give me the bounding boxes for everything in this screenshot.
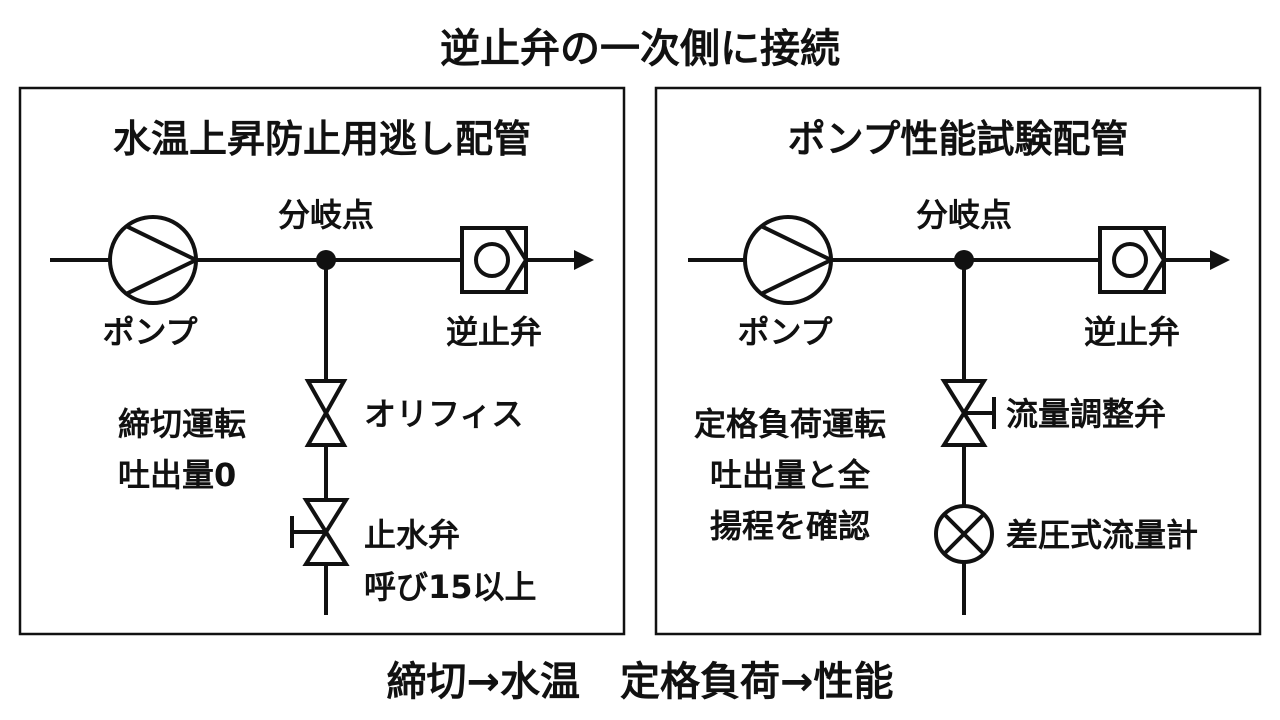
right-mode-detail-1: 吐出量と全: [710, 456, 871, 494]
left-stop-valve-label: 止水弁: [364, 516, 460, 554]
left-pump-icon: [108, 215, 201, 305]
right-panel-heading: ポンプ性能試験配管: [788, 117, 1129, 161]
right-flowmeter-icon: [934, 504, 994, 564]
right-pump-icon: [743, 215, 836, 305]
left-junction-label: 分岐点: [278, 196, 374, 234]
left-check-valve-icon: [460, 226, 529, 294]
right-panel-frame: [654, 86, 1262, 636]
left-panel: 水温上昇防止用逃し配管 ポンプ 分岐点 逆止弁 オリフィス: [18, 86, 626, 636]
left-flow-arrow-icon: [574, 250, 594, 270]
left-pump-label: ポンプ: [102, 313, 198, 351]
left-orifice-label: オリフィス: [364, 395, 523, 433]
right-panel: ポンプ性能試験配管 ポンプ 分岐点 逆止弁 流量調: [654, 86, 1262, 636]
left-mode-flow: 吐出量0: [118, 456, 236, 494]
right-mode-detail-2: 揚程を確認: [710, 507, 870, 545]
left-check-valve-label: 逆止弁: [446, 313, 542, 351]
left-stop-valve-size: 呼び15以上: [364, 568, 537, 606]
right-check-valve-icon: [1098, 226, 1167, 294]
right-flowmeter-label: 差圧式流量計: [1006, 516, 1198, 554]
left-stop-valve-icon: [290, 498, 350, 566]
right-flow-arrow-icon: [1210, 250, 1230, 270]
left-panel-heading: 水温上昇防止用逃し配管: [113, 117, 531, 161]
right-flow-control-valve-icon: [940, 379, 996, 447]
right-flow-valve-label: 流量調整弁: [1006, 395, 1166, 433]
right-mode-label: 定格負荷運転: [694, 405, 886, 443]
right-check-valve-label: 逆止弁: [1084, 313, 1180, 351]
main-title: 逆止弁の一次側に接続: [440, 26, 840, 72]
left-orifice-icon: [304, 379, 348, 447]
footer-summary: 締切→水温 定格負荷→性能: [386, 659, 893, 705]
right-junction-label: 分岐点: [916, 196, 1012, 234]
left-mode-label: 締切運転: [118, 405, 246, 443]
right-pump-label: ポンプ: [737, 313, 833, 351]
left-panel-frame: [18, 86, 626, 636]
